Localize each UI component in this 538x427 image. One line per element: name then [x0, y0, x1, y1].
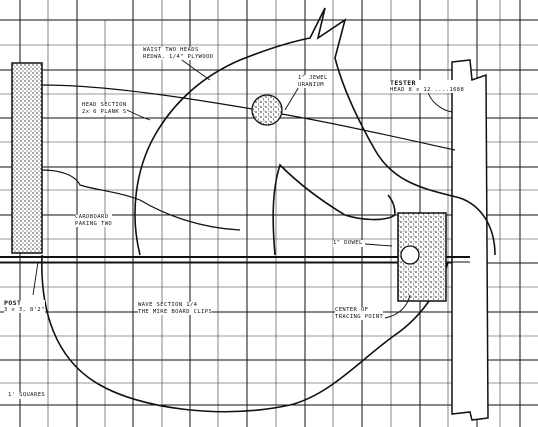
label-head-section-line2: 2x 6 PLANK S: [82, 108, 127, 115]
label-wide-head-line1: WAIST TWO HEADS: [143, 47, 199, 53]
base-section-outline: [41, 254, 449, 413]
jewel-eye: [251, 94, 283, 126]
label-cardboard-line2: PAKING TWO: [75, 220, 113, 227]
label-dowel: 1" DOWEL: [333, 240, 363, 247]
label-squares: 1' SQUARES: [8, 392, 46, 399]
label-center-line1: CENTER OF: [335, 307, 369, 313]
label-head-section-line1: HEAD SECTION: [82, 102, 127, 108]
label-jewel-line2: URANIUM: [298, 81, 324, 88]
label-head-section: HEAD SECTION 2x 6 PLANK S: [82, 102, 127, 115]
label-wide-head: WAIST TWO HEADS REDWA, 1/4" PLYWOOD: [143, 47, 214, 60]
label-tester-line1: TESTER: [390, 79, 416, 87]
label-tester-line2: HEAD 8 x 12 ....1688: [390, 86, 465, 93]
label-squares-line1: 1' SQUARES: [8, 392, 46, 398]
label-jewel-line1: 1" JEWEL: [298, 75, 328, 81]
label-center: CENTER OF TRACING POINT: [335, 307, 384, 320]
dowel-hole: [400, 245, 420, 265]
post-left: [11, 62, 43, 254]
horse-head-outline: [134, 7, 496, 256]
label-jewel: 1" JEWEL URANIUM: [298, 75, 328, 88]
label-post-line1: POST: [4, 299, 22, 307]
label-wide-head-line2: REDWA, 1/4" PLYWOOD: [143, 53, 214, 60]
label-dowel-line1: 1" DOWEL: [333, 240, 363, 246]
leader-lines: [32, 54, 453, 319]
label-base-line2: THE MIRE BOARD CLIPS: [138, 308, 213, 315]
label-cardboard: CARDBOARD PAKING TWO: [75, 214, 113, 227]
label-post-line2: 3 x 3, 8'2": [4, 306, 45, 313]
label-tester: TESTER HEAD 8 x 12 ....1688: [390, 79, 465, 93]
label-center-line2: TRACING POINT: [335, 313, 384, 320]
label-post: POST 3 x 3, 8'2": [4, 300, 45, 313]
post-right: [451, 59, 489, 421]
label-cardboard-line1: CARDBOARD: [75, 214, 109, 220]
cardboard-outline: [41, 169, 241, 231]
label-base: WAVE SECTION 1/4 THE MIRE BOARD CLIPS: [138, 302, 213, 315]
label-base-line1: WAVE SECTION 1/4: [138, 302, 198, 308]
